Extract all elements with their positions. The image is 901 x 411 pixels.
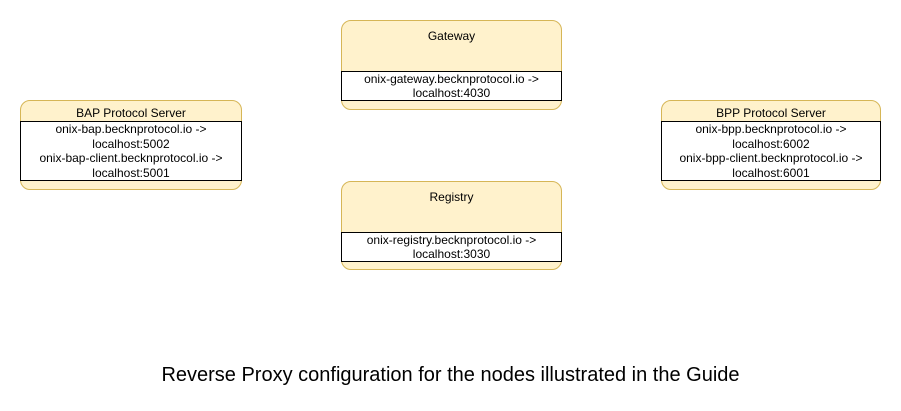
mapping-line: localhost:6002 xyxy=(732,136,810,151)
mapping-line: localhost:5001 xyxy=(92,165,170,180)
mapping-line: onix-bpp-client.becknprotocol.io -> xyxy=(679,151,863,165)
registry-proxy-mapping: onix-registry.becknprotocol.io -> localh… xyxy=(341,232,562,262)
mapping-line: onix-bap-client.becknprotocol.io -> xyxy=(39,151,223,165)
node-gateway-title: Gateway xyxy=(427,29,476,43)
bpp-proxy-mapping: onix-bpp.becknprotocol.io -> localhost:6… xyxy=(661,121,881,181)
node-bap-protocol-server: BAP Protocol Server onix-bap.becknprotoc… xyxy=(20,100,242,190)
mapping-line: localhost:6001 xyxy=(732,165,810,180)
node-gateway: Gateway onix-gateway.becknprotocol.io ->… xyxy=(341,20,562,110)
node-registry-title: Registry xyxy=(429,190,474,204)
node-bap-title: BAP Protocol Server xyxy=(76,106,186,120)
mapping-line: localhost:4030 xyxy=(412,86,491,100)
mapping-line: localhost:5002 xyxy=(92,136,170,151)
bap-proxy-mapping: onix-bap.becknprotocol.io -> localhost:5… xyxy=(20,121,242,181)
diagram-caption: Reverse Proxy configuration for the node… xyxy=(161,364,740,386)
node-bpp-title: BPP Protocol Server xyxy=(716,106,826,120)
node-registry: Registry onix-registry.becknprotocol.io … xyxy=(341,181,562,270)
mapping-line: onix-bpp.becknprotocol.io -> xyxy=(695,122,847,136)
mapping-line: localhost:3030 xyxy=(412,247,491,261)
mapping-line: onix-gateway.becknprotocol.io -> xyxy=(364,72,539,86)
mapping-line: onix-registry.becknprotocol.io -> xyxy=(366,233,537,247)
node-bpp-protocol-server: BPP Protocol Server onix-bpp.becknprotoc… xyxy=(661,100,881,190)
gateway-proxy-mapping: onix-gateway.becknprotocol.io -> localho… xyxy=(341,71,562,101)
mapping-line: onix-bap.becknprotocol.io -> xyxy=(55,122,207,136)
